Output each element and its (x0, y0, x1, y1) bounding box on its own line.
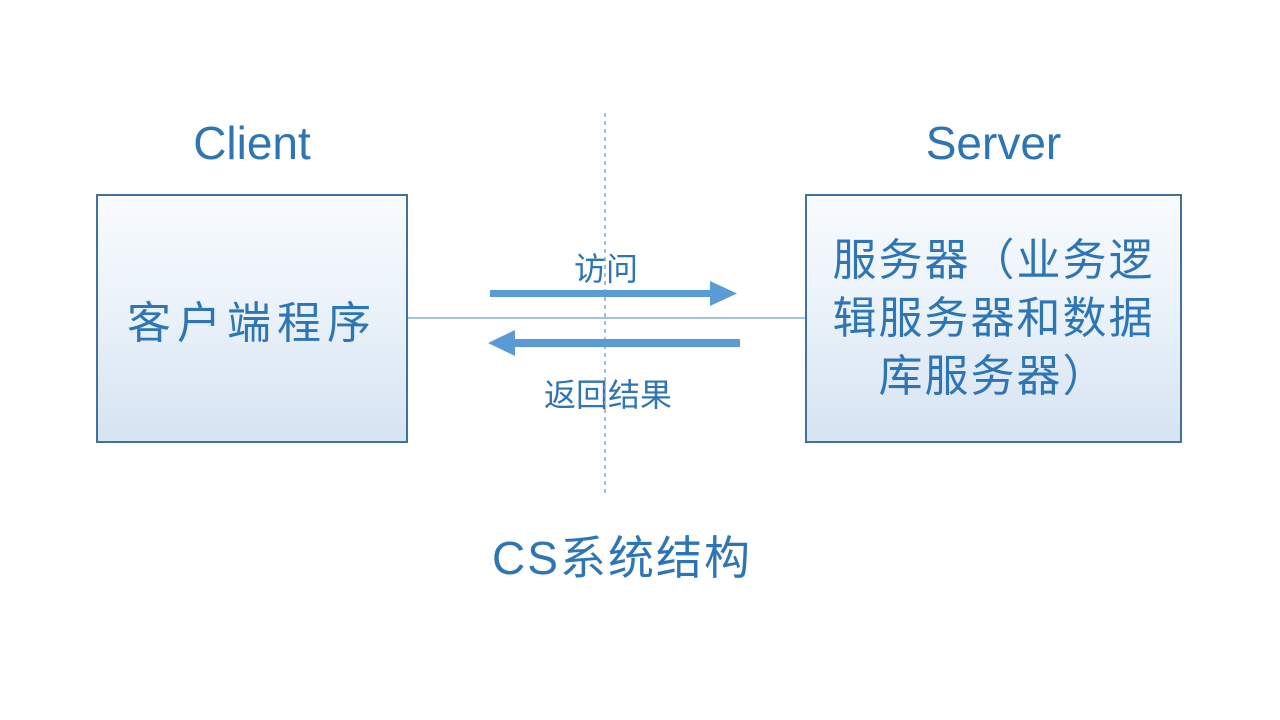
request-arrow-label: 访问 (573, 251, 638, 287)
server-box: 服务器（业务逻 辑服务器和数据 库服务器） (805, 194, 1182, 443)
client-heading: Client (193, 117, 311, 169)
server-box-label-line-3: 库服务器） (878, 351, 1109, 401)
client-box: 客户端程序 (96, 194, 408, 443)
server-box-label-line-1: 服务器（业务逻 (832, 235, 1155, 285)
diagram-caption: CS系统结构 (492, 532, 752, 584)
server-box-label: 服务器（业务逻 辑服务器和数据 库服务器） (833, 232, 1155, 406)
client-box-label: 客户端程序 (127, 298, 377, 348)
response-arrow (488, 330, 740, 356)
server-box-label-line-2: 辑服务器和数据 (832, 293, 1155, 343)
response-arrow-label: 返回结果 (543, 377, 672, 413)
server-heading: Server (925, 117, 1062, 169)
